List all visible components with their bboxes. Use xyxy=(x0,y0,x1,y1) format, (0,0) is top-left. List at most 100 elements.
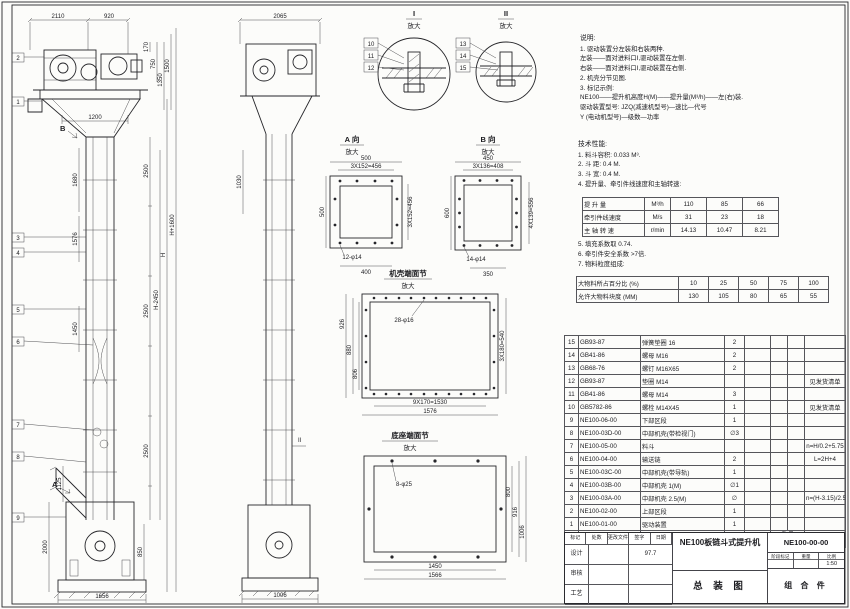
assembly-kind: 组 合 件 xyxy=(784,581,828,590)
detail-sublabel: 放大 xyxy=(500,21,514,30)
dim-label: 1656 xyxy=(95,594,109,600)
dim-label: 800 xyxy=(506,486,512,497)
note-line: 3. 标记示例: xyxy=(580,84,614,92)
dim-label: 1680 xyxy=(73,173,79,187)
balloon-number: 15 xyxy=(460,66,467,72)
dim-label: 3X152=456 xyxy=(351,164,383,170)
note-line: 1. 驱动装置分左装和右装两种. xyxy=(580,45,665,53)
balloon-number: 2 xyxy=(16,56,20,62)
notes-block: 说明: 1. 驱动装置分左装和右装两种.左装——面对进料口Ⅰ,驱动装置在左侧.右… xyxy=(580,34,842,123)
parts-list-row: 3 NE100-03A-00 中部机壳 2.5(M) ∅ n=(H-3.15)/… xyxy=(564,491,846,505)
hole-callout: 8-φ25 xyxy=(396,482,413,488)
view-sublabel: 放大 xyxy=(346,147,360,156)
dim-label: 600 xyxy=(445,207,451,218)
dim-label: 1566 xyxy=(428,573,442,579)
detail-sublabel: 放大 xyxy=(408,21,422,30)
dim-label: 2000 xyxy=(43,540,49,554)
dim-label: 1030 xyxy=(237,175,243,189)
tech-line: 5. 填充系数取 0.74. xyxy=(578,241,633,248)
balloon-number: 7 xyxy=(16,423,20,429)
view-sublabel: 放大 xyxy=(404,443,418,452)
balloon-number: 9 xyxy=(16,516,20,522)
balloon-number: 5 xyxy=(16,308,20,314)
dim-label: 2500 xyxy=(144,304,150,318)
balloon-number: 3 xyxy=(16,236,20,242)
parts-list-row: 2 NE100-02-00 上部区段 1 xyxy=(564,504,846,518)
drawing-title: 总 装 图 xyxy=(693,581,747,592)
view-label: A 向 xyxy=(345,134,360,144)
dim-label: 3X152=456 xyxy=(408,196,414,228)
dim-label: H xyxy=(161,253,167,257)
note-line: Y (电动机型号)—级数—功率 xyxy=(580,113,660,121)
revision-header-cell: 处数 xyxy=(586,533,608,544)
tech-line: 3. 斗 宽: 0.4 M. xyxy=(578,171,621,179)
parts-list-row: 5 NE100-03C-00 中部机壳(带导轨) 1 xyxy=(564,465,846,479)
balloon-number: 8 xyxy=(16,455,20,461)
dim-label: 1576 xyxy=(423,409,437,415)
dim-label: 9X170=1530 xyxy=(413,400,448,406)
side-elevation-view: 2065 1030 1006 II xyxy=(237,14,323,603)
parts-list-row: 10 GB5782-86 螺栓 M14X45 1 见发货清单 xyxy=(564,400,846,414)
dim-label: 1006 xyxy=(520,525,526,539)
dim-label: 3X180=540 xyxy=(500,330,506,362)
dim-label: 916 xyxy=(513,506,519,517)
dim-label: 1006 xyxy=(273,593,287,599)
view-sublabel: 放大 xyxy=(482,147,496,156)
dim-label: 170 xyxy=(144,41,150,52)
parts-list-row: 6 NE100-04-00 输送链 2 L=2H+4 xyxy=(564,452,846,466)
dim-label: 850 xyxy=(138,546,144,557)
dim-label: 926 xyxy=(340,318,346,329)
parts-list-row: 11 GB41-86 螺母 M14 3 xyxy=(564,387,846,401)
dim-label: 400 xyxy=(361,270,372,276)
section-view-B: B 向 放大 450 3X136=408 600 4X139=556 14-φ1… xyxy=(445,134,535,278)
section-view-A: A 向 放大 500 3X152=456 500 3X152=456 12-φ1… xyxy=(320,134,414,276)
balloon-number: 1 xyxy=(16,100,20,106)
product-name: NE100板链斗式提升机 xyxy=(673,533,767,571)
dim-label: 450 xyxy=(483,156,494,162)
scale-label: 比例 xyxy=(819,553,845,560)
hole-callout: 12-φ14 xyxy=(342,255,362,261)
tech-block: 技术性能: 1. 料斗容积: 0.033 M³.2. 斗 距: 0.4 M.3.… xyxy=(578,140,840,190)
balloon-number: 11 xyxy=(368,54,375,60)
tech-line: 7. 物料粒度组成: xyxy=(578,260,625,268)
dim-label: 1450 xyxy=(428,564,442,570)
dim-label: 1200 xyxy=(88,115,102,121)
balloon-number: 10 xyxy=(368,42,375,48)
dim-label: 1450 xyxy=(73,322,79,336)
dim-label: 500 xyxy=(320,206,326,217)
dim-label: 3X136=408 xyxy=(473,164,505,170)
detail-view-I: I 放大 10 11 12 xyxy=(363,9,451,111)
dim-label: 880 xyxy=(347,344,353,355)
parts-list-row: 1 NE100-01-00 驱动装置 1 xyxy=(564,517,846,531)
dim-label: 806 xyxy=(353,368,359,379)
tech-line: 1. 料斗容积: 0.033 M³. xyxy=(578,151,641,159)
notes-lines: 1. 驱动装置分左装和右装两种.左装——面对进料口Ⅰ,驱动装置在左侧.右装——面… xyxy=(580,45,842,123)
dim-label: 920 xyxy=(104,14,115,20)
dim-label: 2500 xyxy=(144,164,150,178)
titleblock-center: NE100板链斗式提升机 总 装 图 xyxy=(673,533,768,603)
revision-header-cell: 更改文件号 xyxy=(608,533,630,544)
tech-line: 2. 斗 距: 0.4 M. xyxy=(578,161,621,169)
note-line: NE100——提升机高度H(M)——提升量(M³/h)——左(右)装. xyxy=(580,94,744,102)
tech-lines: 1. 料斗容积: 0.033 M³. 2. 斗 距: 0.4 M. 3. 斗 宽: … xyxy=(578,151,840,190)
parts-list-row: 14 GB41-86 螺母 M16 2 xyxy=(564,348,846,362)
note-line: 左装——面对进料口Ⅰ,驱动装置在左侧. xyxy=(580,55,687,63)
parts-list-table: 15 GB93-87 弹簧垫圈 16 2 14 GB41-86 螺母 M16 2 xyxy=(564,335,846,548)
balloon-number: 12 xyxy=(368,66,375,72)
parts-list-row: 4 NE100-03B-00 中部机壳 1(M) ∅1 xyxy=(564,478,846,492)
view-arrow-B: B xyxy=(60,124,66,133)
dim-label: 1500 xyxy=(165,59,171,73)
tech-lines-2: 5. 填充系数取 0.74. 6. 牵引件安全系数 >7倍. 7. 物料粒度组成: xyxy=(578,240,840,269)
stage-label: 阶段标记 xyxy=(768,553,793,560)
tech-line: 6. 牵引件安全系数 >7倍. xyxy=(578,250,647,258)
